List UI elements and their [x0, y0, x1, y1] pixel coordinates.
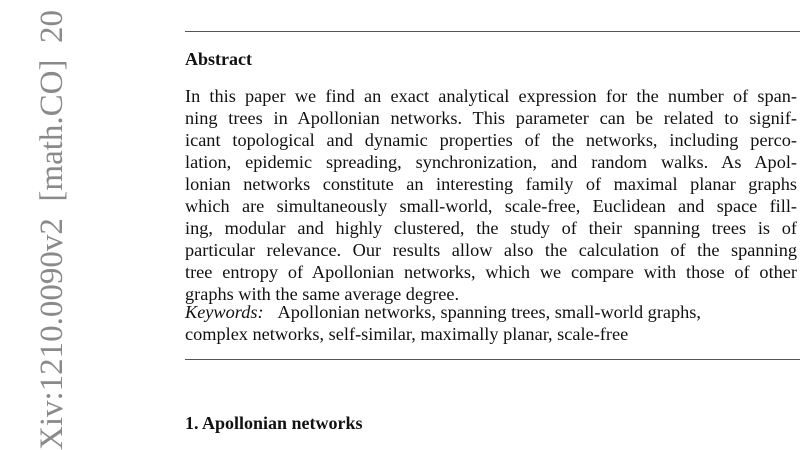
arxiv-stamp: Xiv:1210.0090v2 [math.CO] 20: [34, 10, 70, 450]
keywords-label: Keywords:: [185, 302, 264, 322]
abstract-line: which are simultaneously small-world, sc…: [185, 196, 797, 216]
abstract-line: ning trees in Apollonian networks. This …: [185, 108, 797, 128]
abstract-line: particular relevance. Our results allow …: [185, 240, 797, 260]
abstract-line: lonian networks constitute an interestin…: [185, 174, 797, 194]
abstract-line: tree entropy of Apollonian networks, whi…: [185, 262, 797, 282]
abstract-line: graphs with the same average degree.: [185, 284, 460, 304]
abstract-heading: Abstract: [185, 49, 252, 69]
keywords-line-1: Keywords: Apollonian networks, spanning t…: [185, 301, 701, 323]
section-heading: 1. Apollonian networks: [185, 413, 363, 433]
abstract-line: lation, epidemic spreading, synchronizat…: [185, 152, 797, 172]
abstract-line: ing, modular and highly clustered, the s…: [185, 218, 797, 238]
abstract-line: icant topological and dynamic properties…: [185, 130, 797, 150]
bottom-rule: [185, 359, 800, 360]
keywords-line-2: complex networks, self-similar, maximall…: [185, 324, 629, 344]
top-rule: [185, 31, 800, 32]
keywords-text: Apollonian networks, spanning trees, sma…: [277, 302, 701, 322]
abstract-line: In this paper we find an exact analytica…: [185, 86, 797, 106]
